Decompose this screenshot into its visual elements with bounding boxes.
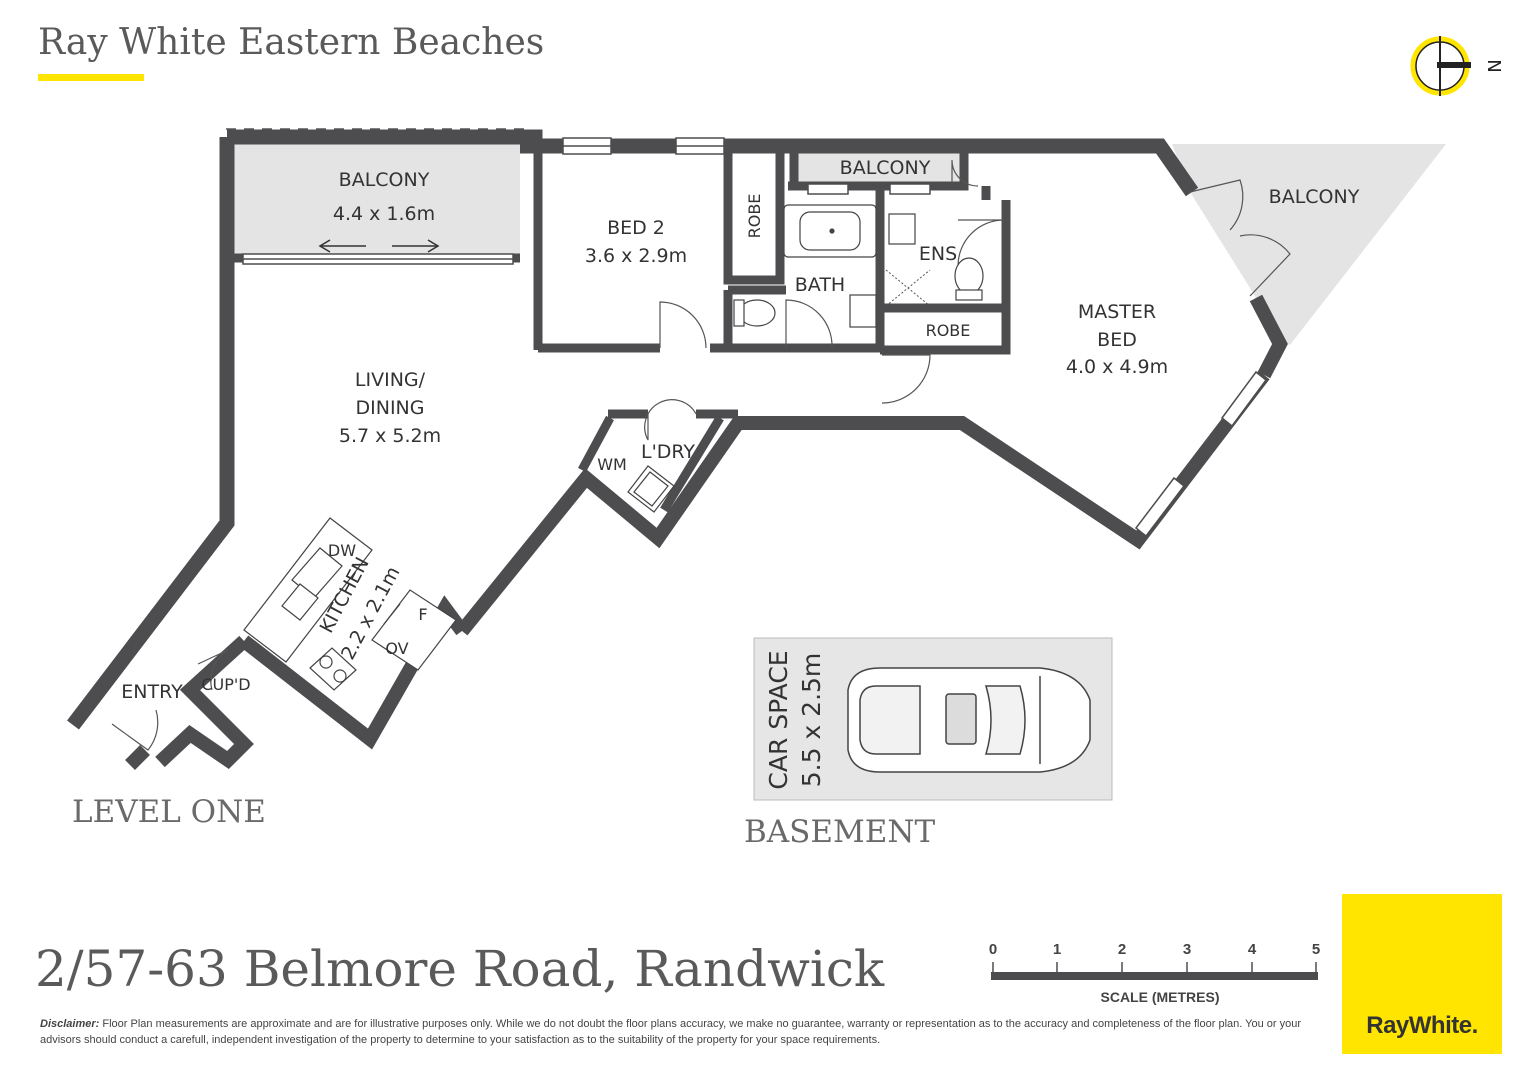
- balcony-living-label: BALCONY: [339, 169, 430, 191]
- living-label-2: DINING: [356, 397, 425, 419]
- bath-label: BATH: [795, 274, 845, 296]
- laundry-fixtures: [627, 465, 675, 513]
- balcony-top-area: [796, 150, 964, 186]
- scale-tick-2: 2: [1118, 941, 1126, 958]
- bath-fixtures: [733, 204, 984, 328]
- scale-tick-3: 3: [1183, 941, 1191, 958]
- balcony-master-area: [1172, 144, 1446, 345]
- disclaimer-text: Floor Plan measurements are approximate …: [40, 1018, 1302, 1046]
- disclaimer-label: Disclaimer:: [40, 1018, 100, 1030]
- disclaimer: Disclaimer: Floor Plan measurements are …: [40, 1016, 1330, 1048]
- master-label-2: BED: [1097, 329, 1137, 351]
- sliding-door-arrows: [318, 239, 440, 253]
- balcony-living-area: [234, 140, 520, 255]
- master-label-1: MASTER: [1078, 301, 1156, 323]
- ray-white-logo: RayWhite.: [1342, 894, 1502, 1054]
- scale-label: SCALE (METRES): [1101, 989, 1220, 1005]
- cupboard-label: CUP'D: [201, 675, 250, 694]
- bed2-label: BED 2: [607, 217, 665, 239]
- brand-underline: [38, 74, 144, 81]
- washing-machine-label: WM: [597, 455, 627, 474]
- car-space-label: CAR SPACE: [764, 650, 793, 789]
- laundry-label: L'DRY: [641, 441, 695, 463]
- balcony-living-size: 4.4 x 1.6m: [333, 203, 435, 225]
- master-windows: [1134, 370, 1268, 538]
- robe2-label: ROBE: [926, 321, 971, 340]
- level-one-label: LEVEL ONE: [72, 794, 266, 830]
- north-compass-icon: N: [1410, 36, 1504, 96]
- living-label-1: LIVING/: [355, 369, 426, 391]
- oven-label: OV: [385, 639, 408, 658]
- scale-bar: 0 1 2 3 4 5 SCALE (METRES): [989, 941, 1320, 1005]
- living-size: 5.7 x 5.2m: [339, 425, 441, 447]
- scale-tick-4: 4: [1248, 941, 1257, 958]
- kitchen-fixtures: [243, 517, 457, 691]
- robe1-label: ROBE: [745, 194, 764, 239]
- property-address: 2/57-63 Belmore Road, Randwick: [35, 940, 885, 998]
- master-size: 4.0 x 4.9m: [1066, 356, 1168, 378]
- ens-label: ENS: [919, 243, 957, 265]
- brand-title: Ray White Eastern Beaches: [38, 22, 545, 63]
- ray-white-logo-text: RayWhite.: [1366, 1012, 1478, 1039]
- car-space-size: 5.5 x 2.5m: [797, 653, 826, 788]
- scale-tick-5: 5: [1312, 941, 1320, 958]
- shower-icon: [885, 269, 931, 307]
- dishwasher-label: DW: [328, 541, 356, 560]
- balcony-top-label: BALCONY: [840, 157, 931, 179]
- basement-label: BASEMENT: [744, 814, 936, 850]
- entry-label: ENTRY: [121, 681, 183, 703]
- compass-north-label: N: [1483, 59, 1504, 72]
- scale-tick-0: 0: [989, 941, 997, 958]
- balcony-master-label: BALCONY: [1269, 186, 1360, 208]
- car-icon: [847, 667, 1091, 773]
- exterior-walls: [67, 129, 1288, 770]
- bed2-size: 3.6 x 2.9m: [585, 245, 687, 267]
- interior-walls: [234, 150, 1011, 513]
- door-swings: [111, 159, 1291, 751]
- windows: [242, 137, 931, 265]
- scale-tick-1: 1: [1053, 941, 1061, 958]
- fridge-label: F: [418, 605, 427, 624]
